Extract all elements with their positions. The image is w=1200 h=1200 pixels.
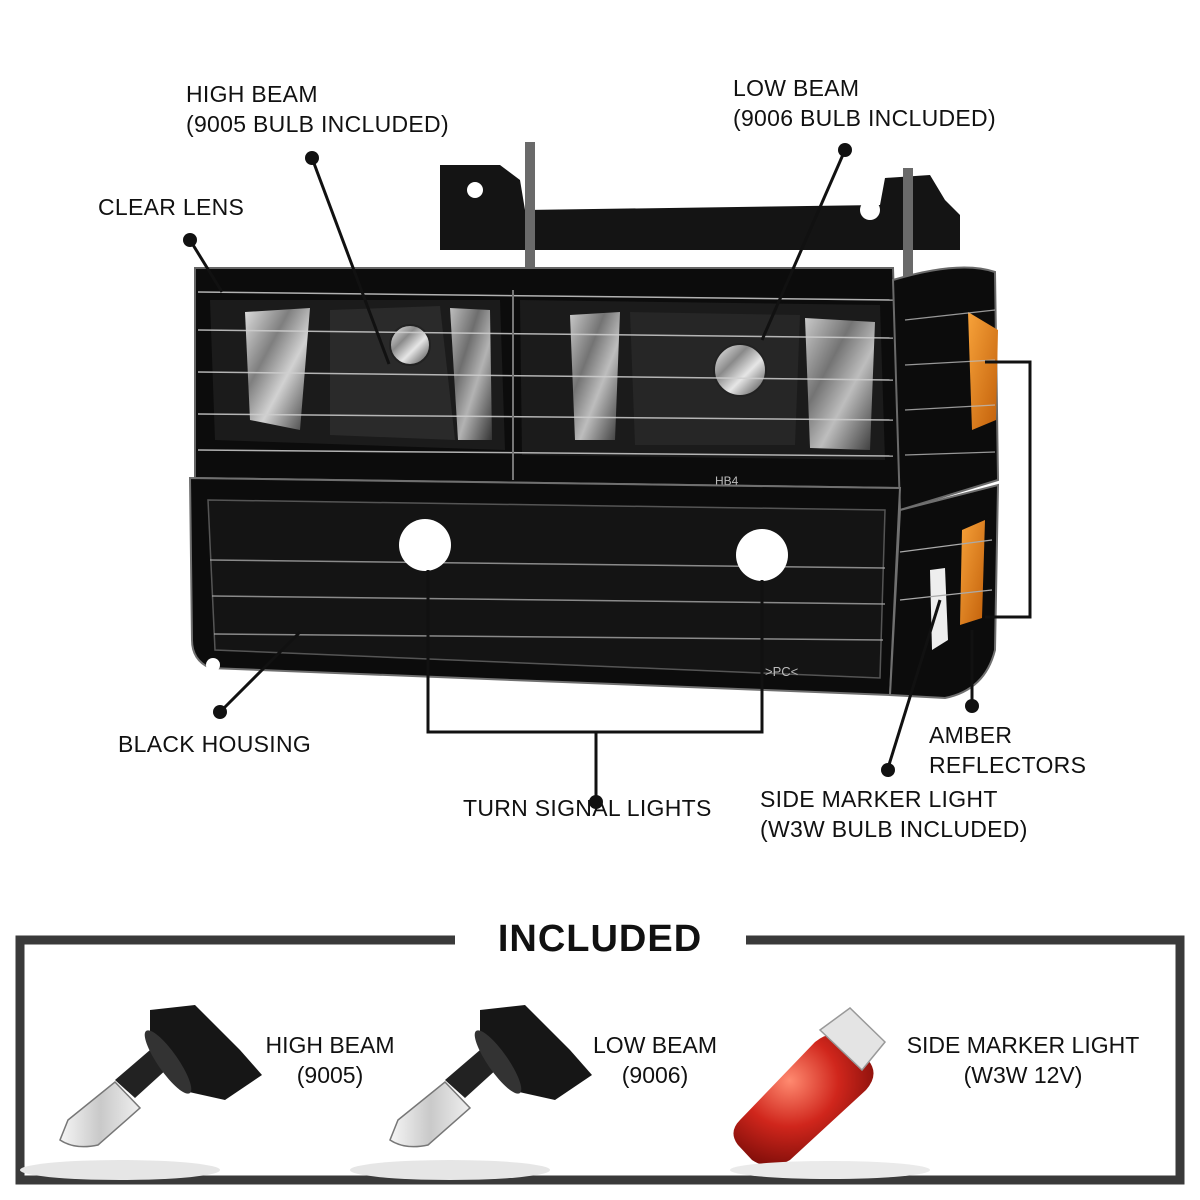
- included-item-low-beam: LOW BEAM (9006): [575, 1030, 735, 1090]
- black-housing-callout: BLACK HOUSING: [118, 729, 311, 759]
- clear-lens-callout-title: CLEAR LENS: [98, 194, 245, 220]
- included-item-side-marker: SIDE MARKER LIGHT (W3W 12V): [893, 1030, 1153, 1090]
- low-beam-callout-subtitle: (9006 BULB INCLUDED): [733, 105, 996, 131]
- rear-bracket: [440, 142, 960, 288]
- low-beam-callout: LOW BEAM (9006 BULB INCLUDED): [733, 73, 996, 133]
- amber-reflectors-callout-subtitle: REFLECTORS: [929, 752, 1087, 778]
- included-item-label: HIGH BEAM: [265, 1032, 395, 1058]
- amber-reflectors-callout: AMBER REFLECTORS: [929, 720, 1086, 780]
- side-marker-callout-title: SIDE MARKER LIGHT: [760, 786, 998, 812]
- side-marker-callout: SIDE MARKER LIGHT (W3W BULB INCLUDED): [760, 784, 1028, 844]
- pc-marking: >PC<: [765, 664, 798, 679]
- lower-amber-reflector: [960, 520, 985, 625]
- park-lamp-housing: [188, 476, 902, 697]
- clear-lens-callout: CLEAR LENS: [98, 192, 244, 222]
- corner-lamp: [891, 266, 1000, 512]
- bulb-w3w-icon: [730, 1007, 930, 1179]
- side-marker-lamp: [888, 483, 1000, 700]
- bulb-9005-icon: [20, 1005, 262, 1180]
- bulb-9006-icon: [350, 1005, 592, 1180]
- low-beam-callout-title: LOW BEAM: [733, 75, 860, 101]
- headlamp-housing: [194, 267, 902, 490]
- included-item-high-beam: HIGH BEAM (9005): [250, 1030, 410, 1090]
- side-marker-bulb: [930, 568, 948, 650]
- included-frame: [15, 935, 1185, 1185]
- upper-amber-reflector: [968, 312, 998, 430]
- turn-signal-bulb-left: [399, 519, 451, 571]
- side-marker-callout-subtitle: (W3W BULB INCLUDED): [760, 816, 1028, 842]
- turn-signal-callout: TURN SIGNAL LIGHTS: [463, 793, 712, 823]
- high-beam-callout: HIGH BEAM (9005 BULB INCLUDED): [186, 79, 449, 139]
- included-item-sublabel: (9005): [296, 1062, 364, 1088]
- high-beam-callout-title: HIGH BEAM: [186, 81, 318, 107]
- included-title: INCLUDED: [497, 918, 703, 960]
- black-housing-callout-title: BLACK HOUSING: [118, 731, 312, 757]
- included-item-label: SIDE MARKER LIGHT: [906, 1032, 1140, 1058]
- high-beam-callout-subtitle: (9005 BULB INCLUDED): [186, 111, 449, 137]
- turn-signal-callout-title: TURN SIGNAL LIGHTS: [463, 795, 712, 821]
- included-item-label: LOW BEAM: [593, 1032, 717, 1058]
- callout-dots: [183, 143, 979, 809]
- included-item-sublabel: (W3W 12V): [963, 1062, 1083, 1088]
- turn-signal-bulb-right: [736, 529, 788, 581]
- callout-lines: [188, 149, 1032, 800]
- amber-reflectors-callout-title: AMBER: [929, 722, 1013, 748]
- included-item-sublabel: (9006): [621, 1062, 689, 1088]
